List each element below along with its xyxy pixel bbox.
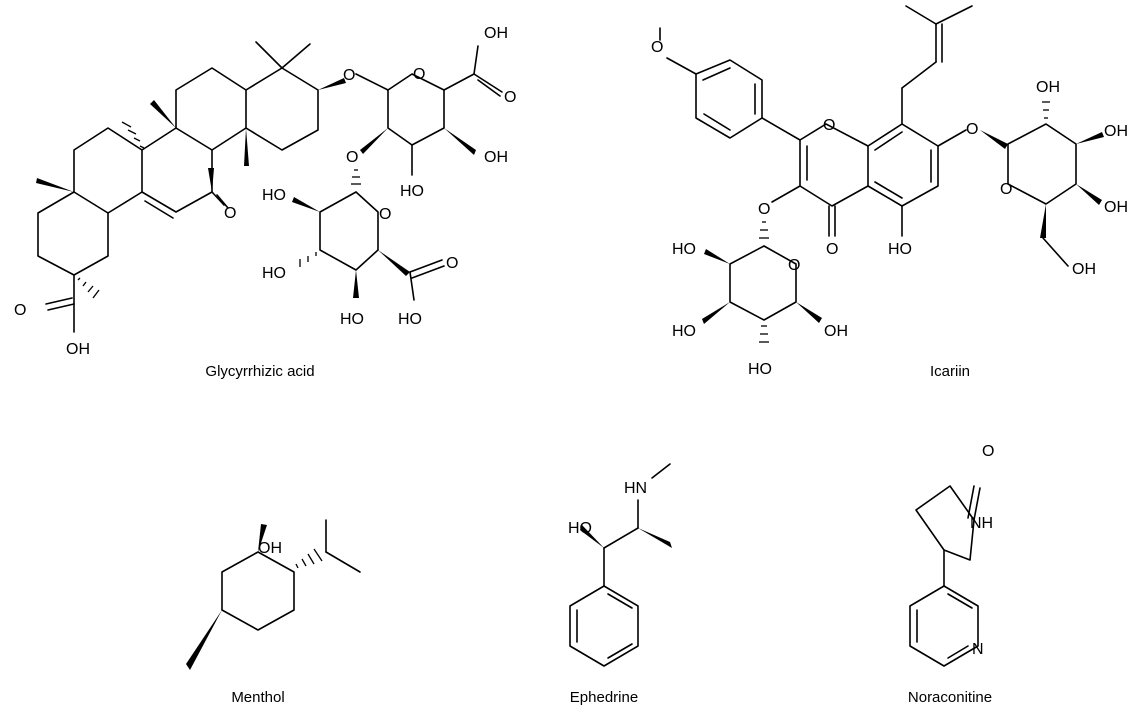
sugar2-ho-mid-label: HO xyxy=(262,265,286,282)
rhamnose-ring-oxygen-label: O xyxy=(788,257,800,274)
rhamnose-ho-mid-label: HO xyxy=(672,323,696,340)
phenol-oh-label: HO xyxy=(888,241,912,258)
interglycosidic-oxygen-label: O xyxy=(346,149,358,166)
sugar2-acid-ho-label: HO xyxy=(398,311,422,328)
methoxy-oxygen-label: O xyxy=(651,39,663,56)
glucose-ring-oxygen-label: O xyxy=(1000,181,1012,198)
glycyrrhizic-acid-structure: O O OH O O OH O OH HO O xyxy=(14,25,516,380)
sugar2-ho-bottom-label: HO xyxy=(340,311,364,328)
noraconitine-structure: O NH N Noraconitine xyxy=(908,443,995,706)
glucose-oh-right-label: OH xyxy=(1104,123,1128,140)
ketone-oxygen-label: O xyxy=(224,205,236,222)
sugar1-ho-label: HO xyxy=(400,183,424,200)
sugar1-acid-o-label: O xyxy=(504,89,516,106)
acid-hydroxyl-label: OH xyxy=(66,341,90,358)
glycyrrhizic-acid-caption: Glycyrrhizic acid xyxy=(205,363,314,380)
menthol-caption: Menthol xyxy=(231,689,284,706)
icariin-structure: O O O HO O O xyxy=(651,5,1128,380)
sugar1-acid-oh-label: OH xyxy=(484,25,508,42)
glucose-oh-top-label: OH xyxy=(1036,79,1060,96)
glucose-ch2oh-label: OH xyxy=(1072,261,1096,278)
rhamnoside-oxygen-label: O xyxy=(758,201,770,218)
glycoside-oxygen-label: O xyxy=(343,67,355,84)
sugar2-ring-oxygen-label: O xyxy=(379,206,391,223)
glucoside-oxygen-label: O xyxy=(966,121,978,138)
noraconitine-caption: Noraconitine xyxy=(908,689,992,706)
pyridine-n-label: N xyxy=(972,641,984,658)
sugar2-ho-top-label: HO xyxy=(262,187,286,204)
ephedrine-hn-label: HN xyxy=(624,480,647,497)
glucose-oh-lower-label: OH xyxy=(1104,199,1128,216)
rhamnose-ho-bottom-label: HO xyxy=(748,361,772,378)
sugar1-oh-label: OH xyxy=(484,149,508,166)
rhamnose-oh-right-label: OH xyxy=(824,323,848,340)
ring-oxygen-label: O xyxy=(413,66,425,83)
menthol-oh-label: OH xyxy=(258,540,282,557)
rhamnose-ho-top-label: HO xyxy=(672,241,696,258)
ephedrine-structure: HO HN Ephedrine xyxy=(568,463,672,706)
menthol-structure: OH Menthol xyxy=(186,519,361,706)
pyranone-oxygen-label: O xyxy=(823,117,835,134)
carbonyl-oxygen-label: O xyxy=(826,241,838,258)
icariin-caption: Icariin xyxy=(930,363,970,380)
lactam-oxygen-label: O xyxy=(982,443,994,460)
sugar2-acid-o-label: O xyxy=(446,255,458,272)
ephedrine-caption: Ephedrine xyxy=(570,689,638,706)
lactam-nh-label: NH xyxy=(970,515,993,532)
acid-oxygen-label: O xyxy=(14,302,26,319)
